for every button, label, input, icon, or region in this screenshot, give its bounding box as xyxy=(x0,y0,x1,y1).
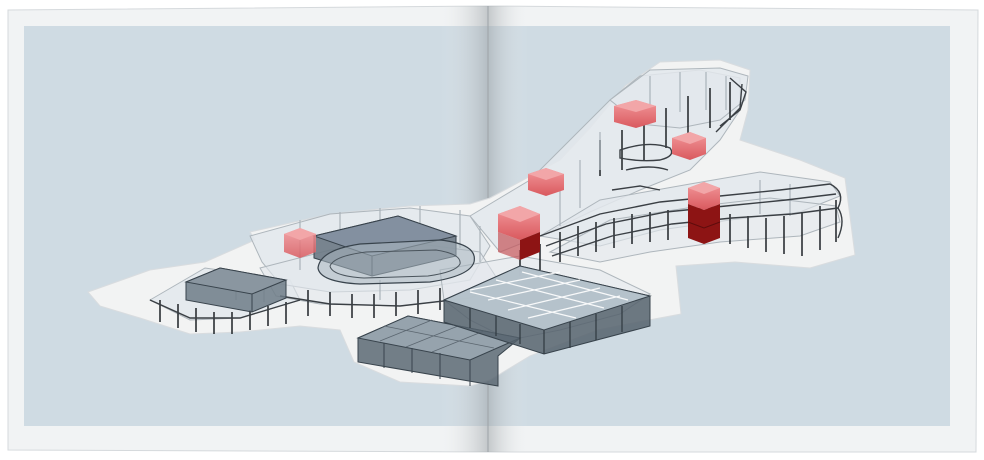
core-2 xyxy=(498,206,540,260)
core-5 xyxy=(672,132,706,160)
core-4 xyxy=(614,100,656,128)
core-3 xyxy=(528,168,564,196)
columns xyxy=(159,82,837,334)
core-1 xyxy=(284,228,316,258)
west-glass-box xyxy=(184,267,288,313)
southeast-pavilion xyxy=(442,265,652,355)
core-6 xyxy=(687,182,721,244)
glass-volumes xyxy=(184,215,652,387)
ramp-loop xyxy=(317,239,475,285)
service-cores xyxy=(284,100,721,260)
